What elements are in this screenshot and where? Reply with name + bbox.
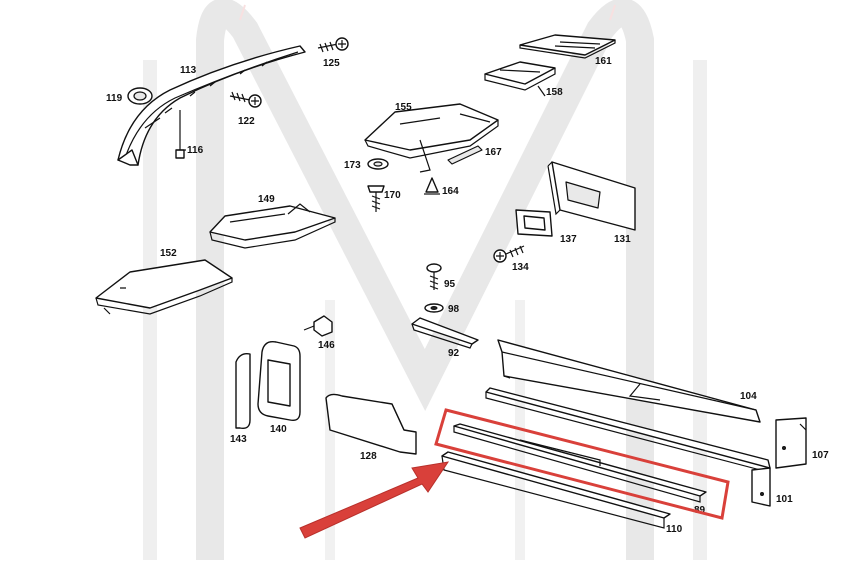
label-161: 161 <box>595 56 612 67</box>
part-128-panel <box>325 393 417 455</box>
part-140-seal-frame <box>257 341 301 422</box>
part-119-grommet <box>127 87 153 105</box>
part-131-panel <box>547 161 636 231</box>
part-95-screw <box>426 263 442 290</box>
part-152-panel <box>95 259 233 315</box>
label-170: 170 <box>384 190 401 201</box>
part-155-panel <box>364 103 499 173</box>
part-149-panel <box>209 203 336 249</box>
part-107-bracket <box>775 417 807 469</box>
part-173-washer <box>367 158 389 170</box>
label-131: 131 <box>614 234 631 245</box>
part-143-seal <box>235 352 251 430</box>
label-137: 137 <box>560 234 577 245</box>
label-164: 164 <box>442 186 459 197</box>
part-158-panel <box>484 61 556 97</box>
part-170-screw <box>367 185 385 212</box>
part-134-screw <box>493 245 525 263</box>
label-110: 110 <box>666 524 683 535</box>
label-104: 104 <box>740 391 757 402</box>
label-116: 116 <box>187 145 204 156</box>
label-158: 158 <box>546 87 563 98</box>
label-89: 89 <box>694 505 706 516</box>
label-122: 122 <box>238 116 255 127</box>
part-98-washer <box>424 303 444 313</box>
label-149: 149 <box>258 194 275 205</box>
part-122-screw <box>229 91 262 108</box>
label-95: 95 <box>444 279 456 290</box>
label-113: 113 <box>180 65 197 76</box>
label-98: 98 <box>448 304 460 315</box>
part-104-panel <box>497 339 761 423</box>
part-167-strip <box>447 145 483 165</box>
label-119: 119 <box>106 93 123 104</box>
label-92: 92 <box>448 348 460 359</box>
part-125-screw <box>317 37 349 53</box>
part-146-bolt <box>303 315 333 337</box>
part-164-clip <box>424 177 440 195</box>
highlight-box <box>434 408 730 520</box>
label-140: 140 <box>270 424 287 435</box>
label-101: 101 <box>776 494 793 505</box>
label-107: 107 <box>812 450 829 461</box>
part-101-hole <box>760 492 764 496</box>
label-125: 125 <box>323 58 340 69</box>
label-152: 152 <box>160 248 177 259</box>
part-113-upper-trim <box>117 45 306 166</box>
label-173: 173 <box>344 160 361 171</box>
part-92-bracket <box>411 317 479 349</box>
label-134: 134 <box>512 262 529 273</box>
label-155: 155 <box>395 102 412 113</box>
part-161-panel <box>519 34 616 59</box>
label-146: 146 <box>318 340 335 351</box>
label-143: 143 <box>230 434 247 445</box>
callout-arrow <box>299 461 450 539</box>
label-167: 167 <box>485 147 502 158</box>
part-89-sill-strip <box>453 423 707 503</box>
label-128: 128 <box>360 451 377 462</box>
part-101-bracket <box>751 467 771 507</box>
part-137-frame <box>515 209 553 237</box>
